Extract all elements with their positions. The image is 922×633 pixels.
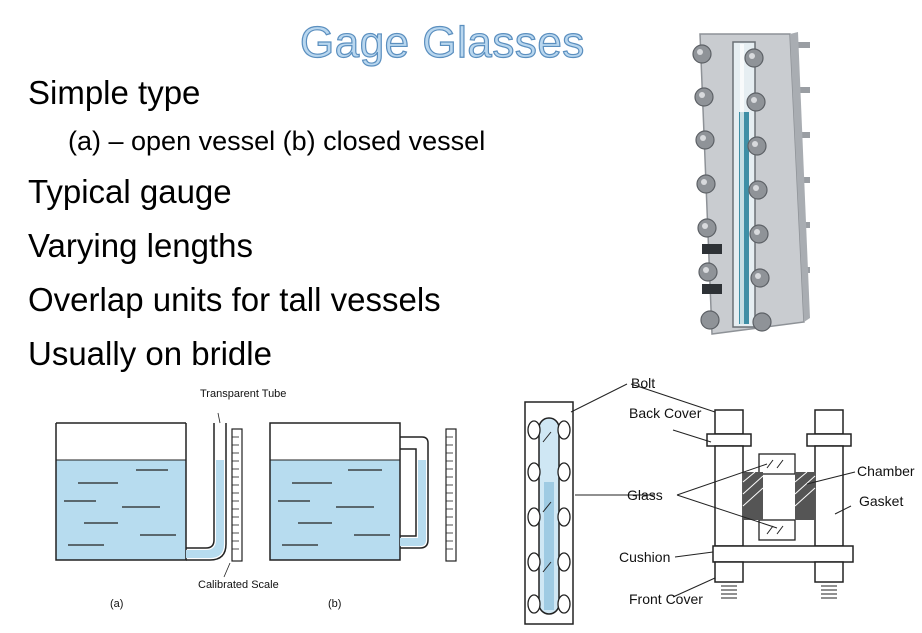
label-transparent-tube: Transparent Tube (200, 388, 286, 400)
caption-a: (a) (110, 598, 123, 610)
caption-b: (b) (328, 598, 341, 610)
sub-bullet-vessel-types: (a) – open vessel (b) closed vessel (68, 126, 486, 156)
bullet-overlap-units: Overlap units for tall vessels (28, 281, 441, 318)
simple-type-diagram: Transparent Tube Calibrated Scale (a) (55, 388, 457, 610)
label-glass: Glass (627, 487, 663, 503)
label-gasket: Gasket (859, 493, 903, 509)
slide-title: Gage Glasses (299, 17, 585, 67)
bullet-simple-type: Simple type (28, 74, 201, 111)
label-back-cover: Back Cover (629, 405, 702, 421)
bullet-typical-gauge: Typical gauge (28, 173, 232, 210)
label-front-cover: Front Cover (629, 591, 703, 607)
label-chamber: Chamber (857, 463, 915, 479)
label-calibrated-scale: Calibrated Scale (198, 579, 279, 591)
label-bolt: Bolt (631, 375, 655, 391)
gauge-construction-diagram: Bolt Back Cover Glass Cushion Front Cove… (524, 375, 915, 625)
gauge-photo (678, 22, 838, 352)
bullet-usually-on-bridle: Usually on bridle (28, 335, 272, 372)
label-cushion: Cushion (619, 549, 670, 565)
bullet-varying-lengths: Varying lengths (28, 227, 254, 264)
